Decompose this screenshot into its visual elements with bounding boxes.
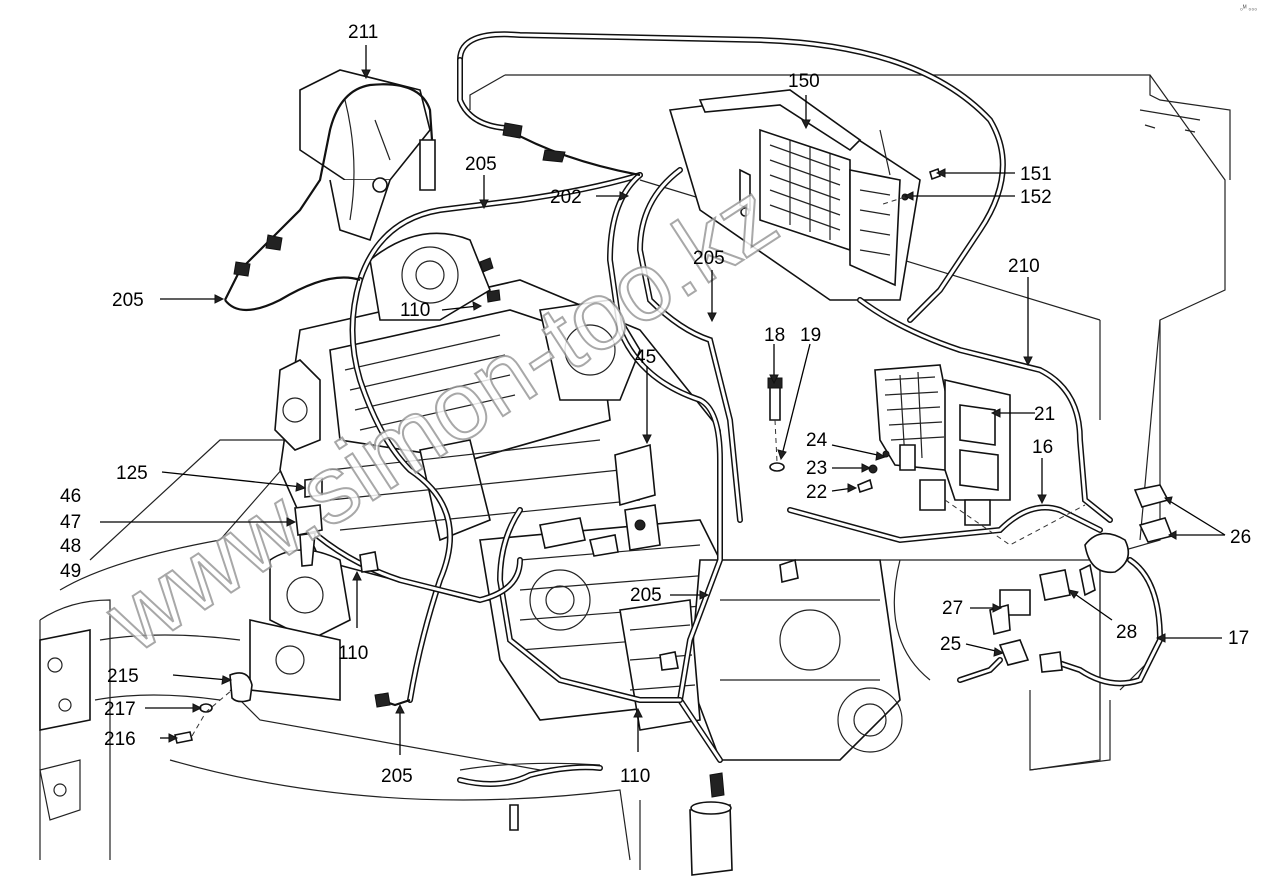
control-module (668, 89, 921, 301)
callout-110-top: 110 (400, 300, 430, 321)
wiring-harness-205 (224, 31, 1006, 763)
callout-150: 150 (788, 71, 820, 92)
leader-lines (100, 45, 1226, 755)
wiring-harness-210 (857, 297, 1113, 523)
callout-125: 125 (116, 463, 148, 484)
callout-211: 211 (348, 22, 378, 43)
callout-16: 16 (1032, 437, 1053, 458)
callout-23: 23 (806, 458, 827, 479)
seat-assembly (299, 69, 436, 242)
callout-47: 47 (60, 512, 81, 533)
callout-18: 18 (764, 325, 785, 346)
callout-110-bottom: 110 (620, 766, 650, 787)
callout-205-bottom: 205 (381, 766, 413, 787)
callout-151: 151 (1020, 164, 1052, 185)
callout-48: 48 (60, 536, 81, 557)
callout-217: 217 (104, 699, 136, 720)
callout-205-center: 205 (693, 248, 725, 269)
callout-202: 202 (550, 187, 582, 208)
callout-28: 28 (1116, 622, 1137, 643)
callout-26: 26 (1230, 527, 1251, 548)
callout-205-left: 205 (112, 290, 144, 311)
callout-152: 152 (1020, 187, 1052, 208)
callout-24: 24 (806, 430, 828, 451)
callout-205-mid: 205 (630, 585, 662, 606)
callout-17: 17 (1228, 628, 1249, 649)
corner-mark: ₀ᴹ ₀₀₀ (1240, 5, 1257, 12)
callout-25: 25 (940, 634, 961, 655)
callout-110-left: 110 (338, 643, 368, 664)
callout-49: 49 (60, 561, 81, 582)
battery-cables (787, 504, 1164, 687)
fuse-relay-box (874, 364, 1086, 546)
small-parts (174, 122, 1174, 876)
callout-22: 22 (806, 482, 827, 503)
callout-216: 216 (104, 729, 136, 750)
callout-19: 19 (800, 325, 821, 346)
callout-27: 27 (942, 598, 963, 619)
callout-205-top: 205 (465, 154, 497, 175)
callout-46: 46 (60, 486, 81, 507)
callout-210: 210 (1008, 256, 1040, 277)
callout-45: 45 (635, 347, 656, 368)
callout-21: 21 (1034, 404, 1055, 425)
callout-215: 215 (107, 666, 139, 687)
engine-block (249, 232, 903, 761)
callout-labels: 211 150 151 152 205 202 205 210 205 110 … (60, 22, 1251, 787)
